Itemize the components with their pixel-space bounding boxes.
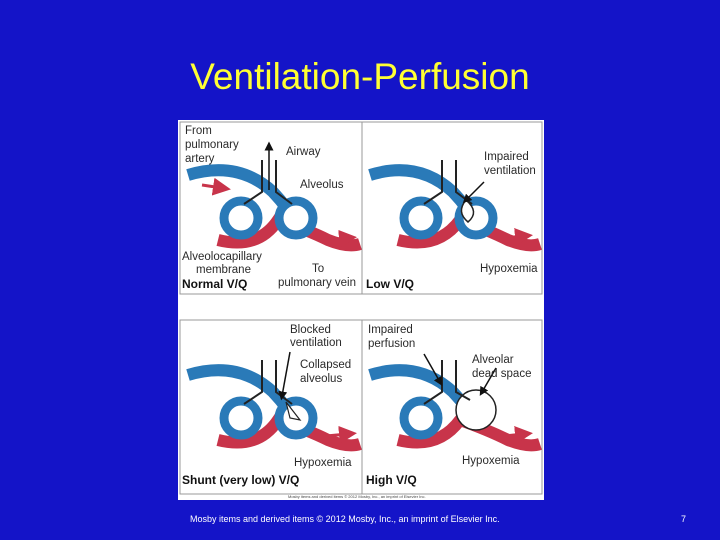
- alveolus-left: [399, 396, 443, 440]
- caption-low: Low V/Q: [366, 277, 414, 291]
- top-panel-frame: [179, 121, 543, 295]
- figure-credit: Mosby items and derived items © 2012 Mos…: [288, 494, 426, 499]
- caption-high: High V/Q: [366, 473, 417, 487]
- label-from-3: artery: [185, 153, 215, 165]
- vq-diagram: From pulmonary artery Airway Alveolus Al…: [179, 121, 543, 499]
- alveolus-left: [219, 196, 263, 240]
- airway: [243, 160, 293, 205]
- label-to-1: To: [312, 263, 324, 275]
- alveolus-left: [399, 196, 443, 240]
- inflow-arrow-icon: [201, 177, 231, 196]
- label-hypoxemia: Hypoxemia: [462, 455, 520, 467]
- pointer-arrow-icon: [462, 181, 485, 204]
- label-airway: Airway: [286, 146, 321, 158]
- panel-high: Impaired perfusion Alveolar dead space H…: [366, 324, 542, 487]
- caption-normal: Normal V/Q: [182, 277, 247, 291]
- label-hypoxemia: Hypoxemia: [480, 263, 538, 275]
- label-from-2: pulmonary: [185, 139, 239, 151]
- pointer-arrow-icon: [278, 351, 291, 401]
- alveolus-right: [274, 196, 318, 240]
- label-blocked-1: Blocked: [290, 324, 331, 336]
- label-hypoxemia: Hypoxemia: [294, 457, 352, 469]
- panel-normal: From pulmonary artery Airway Alveolus Al…: [182, 125, 362, 291]
- label-blocked-2: ventilation: [290, 337, 342, 349]
- label-from-1: From: [185, 125, 212, 137]
- blockage: [285, 401, 302, 421]
- outflow-arrow-icon: [503, 425, 533, 444]
- airway: [423, 360, 471, 405]
- label-dead-space-2: dead space: [472, 368, 531, 380]
- panel-shunt: Blocked ventilation Collapsed alveolus H…: [182, 324, 362, 487]
- panel-low: Impaired ventilation Hypoxemia Low V/Q: [366, 151, 542, 291]
- label-dead-space-1: Alveolar: [472, 354, 514, 366]
- label-membrane-2: membrane: [196, 264, 251, 276]
- vq-figure: From pulmonary artery Airway Alveolus Al…: [178, 120, 544, 500]
- pointer-arrow-icon: [423, 353, 443, 386]
- label-impaired-2: ventilation: [484, 165, 536, 177]
- label-impaired-perf-1: Impaired: [368, 324, 413, 336]
- alveolus-left: [219, 396, 263, 440]
- bottom-panel-frame: [179, 319, 543, 495]
- footer-copyright: Mosby items and derived items © 2012 Mos…: [190, 514, 500, 524]
- label-to-2: pulmonary vein: [278, 277, 356, 289]
- label-impaired-1: Impaired: [484, 151, 529, 163]
- label-collapsed-1: Collapsed: [300, 359, 351, 371]
- outflow-arrow-icon: [503, 227, 533, 246]
- page-number: 7: [681, 514, 687, 524]
- outflow-arrow-icon: [325, 425, 357, 444]
- dead-space-alveolus: [455, 389, 497, 431]
- label-membrane-1: Alveolocapillary: [182, 251, 262, 263]
- label-collapsed-2: alveolus: [300, 373, 342, 385]
- outflow-arrow-icon: [325, 229, 357, 248]
- label-alveolus: Alveolus: [300, 179, 344, 191]
- narrowed-airway: [460, 198, 475, 223]
- label-impaired-perf-2: perfusion: [368, 338, 415, 350]
- pointer-arrow-icon: [479, 367, 497, 396]
- slide-title: Ventilation-Perfusion: [190, 56, 530, 97]
- caption-shunt: Shunt (very low) V/Q: [182, 473, 299, 487]
